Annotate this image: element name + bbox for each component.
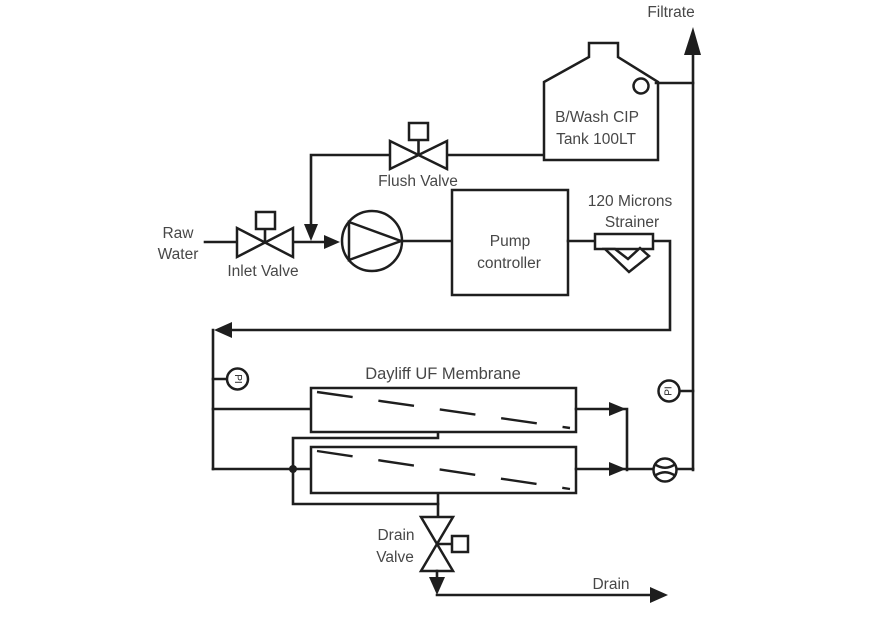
pump-controller-label-line1: Pump: [490, 233, 531, 250]
pump-controller-label-line2: controller: [477, 255, 541, 272]
membrane-top-element: [316, 390, 571, 430]
strainer-label-line1: 120 Microns: [588, 193, 673, 210]
inlet-valve: [235, 210, 295, 260]
strainer-label-line2: Strainer: [605, 214, 659, 231]
tank-label-line1: B/Wash CIP: [555, 109, 639, 126]
inlet-valve-label: Inlet Valve: [227, 263, 298, 280]
bwash-cip-tank: B/Wash CIP Tank 100LT: [542, 41, 695, 162]
uf-membrane-bank: Dayliff UF Membrane: [211, 328, 695, 519]
filtrate-arrow: [684, 27, 701, 55]
filtrate-line: Filtrate: [647, 4, 701, 472]
uf-membrane-bottom: [309, 445, 578, 495]
pump-impeller-triangle: [347, 220, 405, 262]
tank-port: [632, 77, 650, 95]
drain-label: Drain: [592, 576, 629, 593]
raw-water-inlet: Raw Water Inlet Valve: [158, 210, 340, 280]
inlet-valve-actuator: [254, 210, 277, 231]
membrane-bottom-outlet-arrow: [609, 462, 626, 476]
flush-valve-body-right: [415, 138, 449, 172]
strainer-screen-chute: [601, 246, 651, 274]
uf-membrane-top: [309, 386, 578, 434]
flow-meter-venturi-bottom: [653, 471, 677, 478]
drain-valve-body-bottom: [418, 541, 456, 573]
recirculation-arrow: [214, 322, 232, 338]
gauge-left-dial: [225, 367, 250, 391]
raw-water-label-line2: Water: [158, 246, 199, 263]
filtrate-label: Filtrate: [647, 4, 694, 21]
drain-valve-body-top: [418, 515, 456, 547]
drain-valve-actuator: [450, 534, 470, 554]
flush-valve: [388, 121, 449, 172]
flow-arrow-to-pump: [324, 235, 340, 249]
flush-down-arrow: [304, 224, 318, 241]
backwash-loop-pipe: [291, 430, 440, 506]
gauge-left-tag: PI: [232, 374, 243, 383]
pressure-gauge-left: PI: [211, 367, 250, 391]
flush-pipe-left: [309, 153, 392, 228]
gauge-right-dial: [657, 379, 681, 403]
drain-valve: [418, 515, 470, 573]
flow-meter-venturi-top: [653, 462, 677, 469]
drain-valve-label-line1: Drain: [377, 527, 414, 544]
drain-down-arrow: [429, 577, 445, 595]
membrane-top-outlet-arrow: [609, 402, 626, 416]
drain-circuit: Drain Valve Drain: [376, 515, 668, 603]
pump-casing: [340, 209, 404, 273]
flush-valve-body-left: [388, 138, 422, 172]
recirculation-pipe: [228, 239, 672, 332]
pipe-junction-dot: [289, 465, 297, 473]
gauge-right-tag: PI: [664, 386, 675, 395]
strainer-barrel: [593, 232, 655, 251]
flow-meter-body: [652, 457, 678, 483]
membrane-label: Dayliff UF Membrane: [365, 365, 521, 383]
pump-controller: Pump controller: [450, 188, 597, 297]
pressure-gauge-right: PI: [657, 379, 695, 403]
raw-water-label-line1: Raw: [162, 225, 194, 242]
membrane-top-outlet-pipe: [574, 407, 629, 472]
inlet-valve-body-right: [262, 225, 295, 260]
strainer: 120 Microns Strainer: [214, 193, 672, 338]
tank-body: [542, 41, 660, 162]
flush-circuit: Flush Valve: [304, 121, 546, 241]
feed-pump: [340, 209, 454, 273]
flush-valve-actuator: [407, 121, 430, 142]
drain-valve-label-line2: Valve: [376, 549, 414, 566]
pump-controller-box: [450, 188, 570, 297]
flow-meter: [652, 457, 678, 483]
inlet-valve-body-left: [235, 225, 268, 260]
tank-label-line2: Tank 100LT: [556, 131, 636, 148]
drain-outlet-arrow: [650, 587, 668, 603]
flush-valve-label: Flush Valve: [378, 173, 458, 190]
membrane-bottom-element: [316, 449, 571, 491]
